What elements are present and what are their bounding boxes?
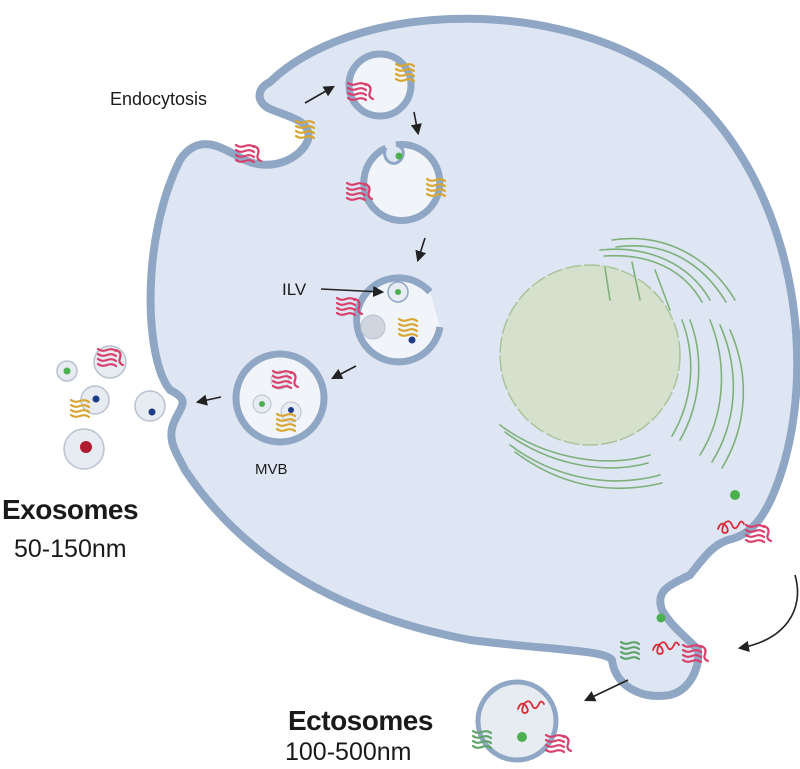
arrow [583,679,629,702]
arrow [415,237,427,263]
ectosome-budding [619,490,773,664]
early-endosome [345,141,447,225]
exosomes-size: 50-150nm [14,535,127,563]
endoplasmic-reticulum [499,237,745,490]
arrow [410,111,422,136]
ilv-label: ILV [282,280,307,299]
arrow [331,365,357,380]
endocytosis-label: Endocytosis [110,89,208,109]
cell [146,14,800,700]
mvb-label: MVB [255,461,288,478]
pathway-arrows [195,85,799,702]
late-endosome [335,274,444,366]
arrow [304,85,335,104]
released-ectosome [471,679,573,763]
arrow [195,394,222,406]
endocytic-vesicle [345,50,416,120]
curved-arrow [737,574,799,652]
multivesicular-body [232,350,328,446]
ectosomes-size: 100-500nm [285,738,412,766]
nucleus [499,264,681,446]
exosomes-title: Exosomes [2,494,139,525]
ilv-pointer-arrow [320,285,385,298]
exosome-cluster [56,345,166,470]
plasma-membrane [146,14,800,700]
ectosomes-title: Ectosomes [288,705,433,736]
